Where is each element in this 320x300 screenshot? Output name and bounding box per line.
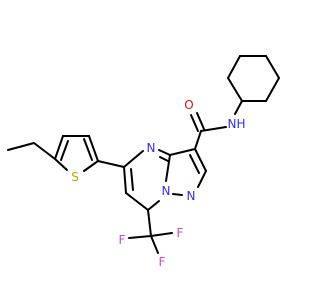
bond-carbonyl-double-a bbox=[190, 114, 199, 132]
bond-cyclohexyl-2 bbox=[227, 55, 241, 79]
bond-cyclohexyl-4 bbox=[265, 55, 280, 79]
molecule-structure: N H O N N N S F F F bbox=[7, 55, 280, 269]
bond-pyrimidine-c7-nbridge bbox=[147, 200, 160, 211]
bond-pyrazole-c4-n bbox=[197, 170, 207, 188]
bond-pyrimidine-c6-c7 bbox=[125, 192, 149, 211]
bonds bbox=[7, 55, 280, 254]
bond-pyrimidine-thiophene bbox=[97, 160, 125, 168]
bond-ring-cf3 bbox=[147, 209, 152, 237]
bond-cf3-f2 bbox=[128, 235, 152, 239]
atom-nitrogen-amide: N bbox=[228, 117, 237, 131]
bond-nitrogen-carbonyl bbox=[200, 126, 227, 132]
bond-thiophene-ethyl bbox=[33, 142, 56, 160]
atom-fluorine-2: F bbox=[119, 233, 126, 247]
bond-thiophene-c2-c3-a bbox=[88, 135, 99, 162]
bond-pyrazole-c3-c4-b bbox=[189, 154, 200, 174]
bond-thiophene-c4-c5-b bbox=[60, 140, 69, 161]
bond-thiophene-s-c2 bbox=[83, 160, 99, 172]
bond-pyrazole-c3-c4-a bbox=[194, 148, 207, 172]
atom-nitrogen-pyrazole: N bbox=[187, 189, 196, 203]
bond-pyrazole-c3a-nbridge bbox=[165, 154, 171, 182]
bond-thiophene-c5-s bbox=[54, 158, 68, 171]
bond-carbonyl-double-b bbox=[196, 112, 205, 130]
bond-pyrimidine-c5-c6-a bbox=[123, 166, 127, 194]
atom-oxygen-carbonyl: O bbox=[184, 98, 193, 112]
bond-cf3-f1 bbox=[150, 235, 159, 254]
bond-thiophene-c2-c3-b bbox=[83, 138, 93, 161]
bond-pyrazole-n-n bbox=[172, 193, 183, 196]
atom-labels: N H O N N N S F F F bbox=[71, 98, 245, 269]
bond-pyrimidine-n4-c5 bbox=[123, 150, 144, 168]
bond-pyrimidine-c3a-n4-a bbox=[158, 149, 171, 156]
bond-cf3-f3 bbox=[150, 232, 173, 237]
bond-cyclohexyl-1 bbox=[227, 77, 243, 102]
atom-sulfur-thiophene: S bbox=[71, 170, 79, 184]
bond-cyclohexyl-5 bbox=[265, 77, 280, 102]
bond-pyrimidine-c5-c6-b bbox=[130, 168, 134, 191]
atom-hydrogen-amide: H bbox=[236, 117, 245, 131]
bond-carbonyl-ring bbox=[194, 130, 202, 150]
bond-cyclohexyl-nitrogen bbox=[234, 100, 243, 115]
bond-thiophene-c4-c5-a bbox=[54, 135, 64, 160]
atom-fluorine-3: F bbox=[177, 226, 184, 240]
bond-pyrazole-c3a-c3 bbox=[169, 148, 196, 156]
atom-nitrogen-pyrimidine: N bbox=[147, 141, 156, 155]
atom-fluorine-1: F bbox=[159, 255, 166, 269]
bond-pyrimidine-c3a-n4-b bbox=[159, 156, 169, 162]
atom-nitrogen-bridge: N bbox=[162, 184, 171, 198]
bond-ethyl-methyl bbox=[7, 142, 35, 151]
